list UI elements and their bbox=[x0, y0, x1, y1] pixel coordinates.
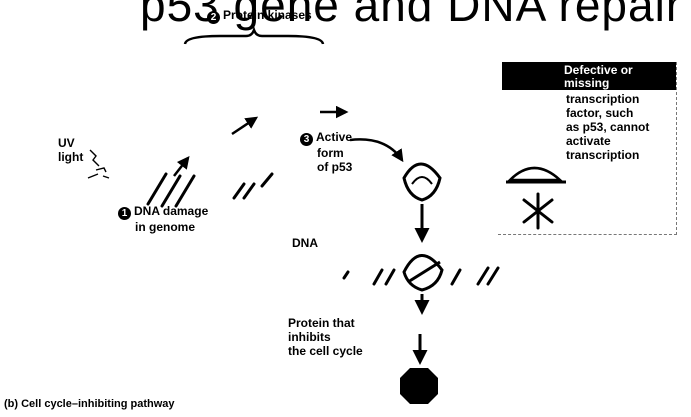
arrow-to-p53 bbox=[349, 138, 404, 163]
step-1-badge: 1 bbox=[118, 207, 131, 220]
label-inhibitor-protein: Protein that inhibits the cell cycle bbox=[288, 316, 363, 358]
step-3-badge: 3 bbox=[300, 133, 313, 146]
label-dna: DNA bbox=[292, 236, 318, 250]
dna-strand-damaged bbox=[146, 172, 274, 208]
dna-strand-lower bbox=[342, 266, 500, 286]
defective-p53-dome bbox=[506, 166, 564, 182]
defective-box-header: Defective or missing bbox=[502, 62, 676, 90]
kinase-brace bbox=[183, 26, 325, 45]
active-p53-shape bbox=[402, 162, 442, 202]
uv-light-rays bbox=[87, 149, 110, 179]
inhibitor-protein-octagon bbox=[400, 368, 438, 404]
defective-box-text: transcription factor, such as p53, canno… bbox=[566, 92, 650, 162]
label-uv-light: UV light bbox=[58, 136, 84, 164]
step-2-badge: 2 bbox=[207, 11, 220, 24]
figure-caption: (b) Cell cycle–inhibiting pathway bbox=[4, 398, 175, 410]
blocked-x-icon bbox=[522, 192, 554, 230]
diagram-title: p53 gene and DNA repair bbox=[140, 0, 683, 31]
arrow-to-kinases bbox=[231, 116, 259, 136]
defective-box-border bbox=[498, 62, 677, 235]
arrow-damage-up bbox=[173, 156, 190, 177]
